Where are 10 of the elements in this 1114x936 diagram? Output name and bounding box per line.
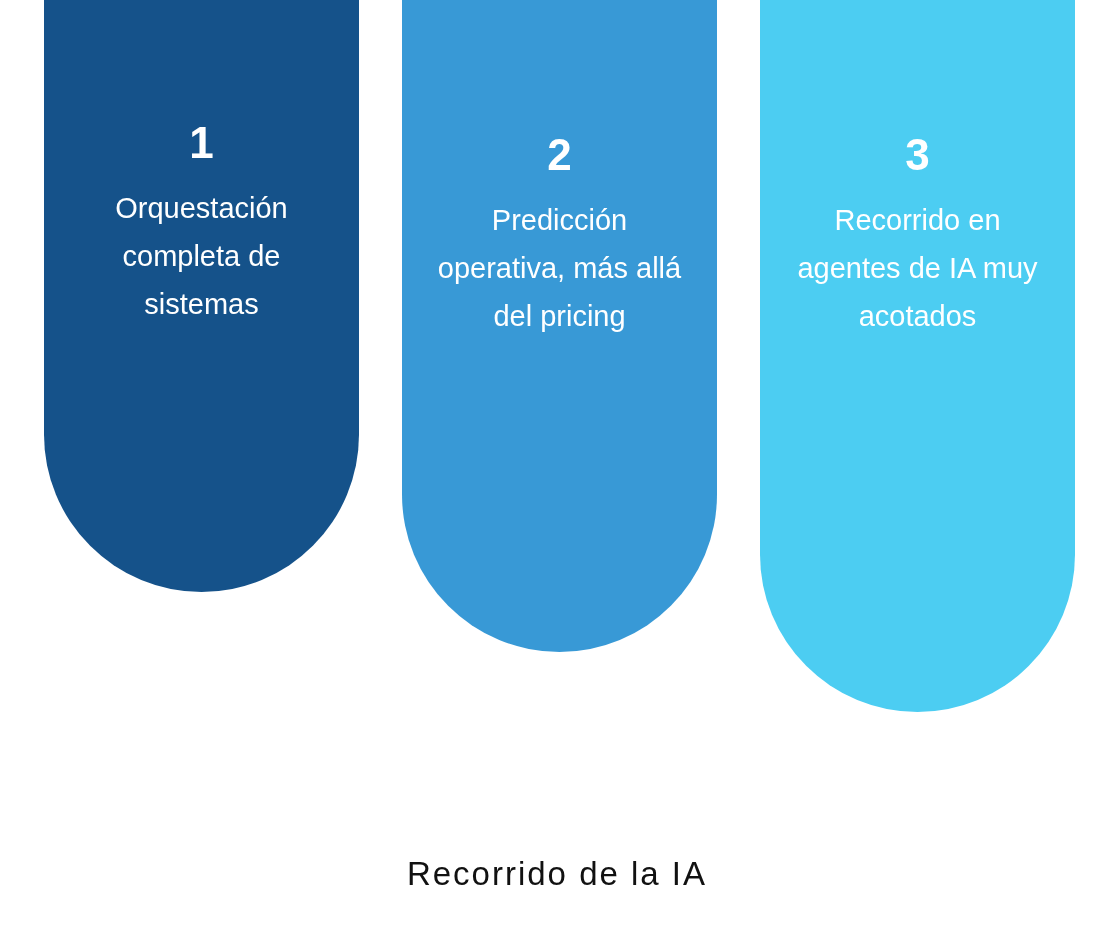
caption: Recorrido de la IA [405, 855, 709, 893]
step-text: Predicción operativa, más allá del pricing [437, 203, 682, 334]
step-column [760, 0, 1075, 712]
step-number: 2 [546, 130, 573, 180]
step-number: 1 [188, 118, 215, 168]
step-text: Orquestación completa de sistemas [114, 191, 289, 322]
step-column [44, 0, 359, 592]
step-column [402, 0, 717, 652]
step-number: 3 [904, 130, 931, 180]
step-text: Recorrido en agentes de IA muy acotados [796, 203, 1039, 334]
